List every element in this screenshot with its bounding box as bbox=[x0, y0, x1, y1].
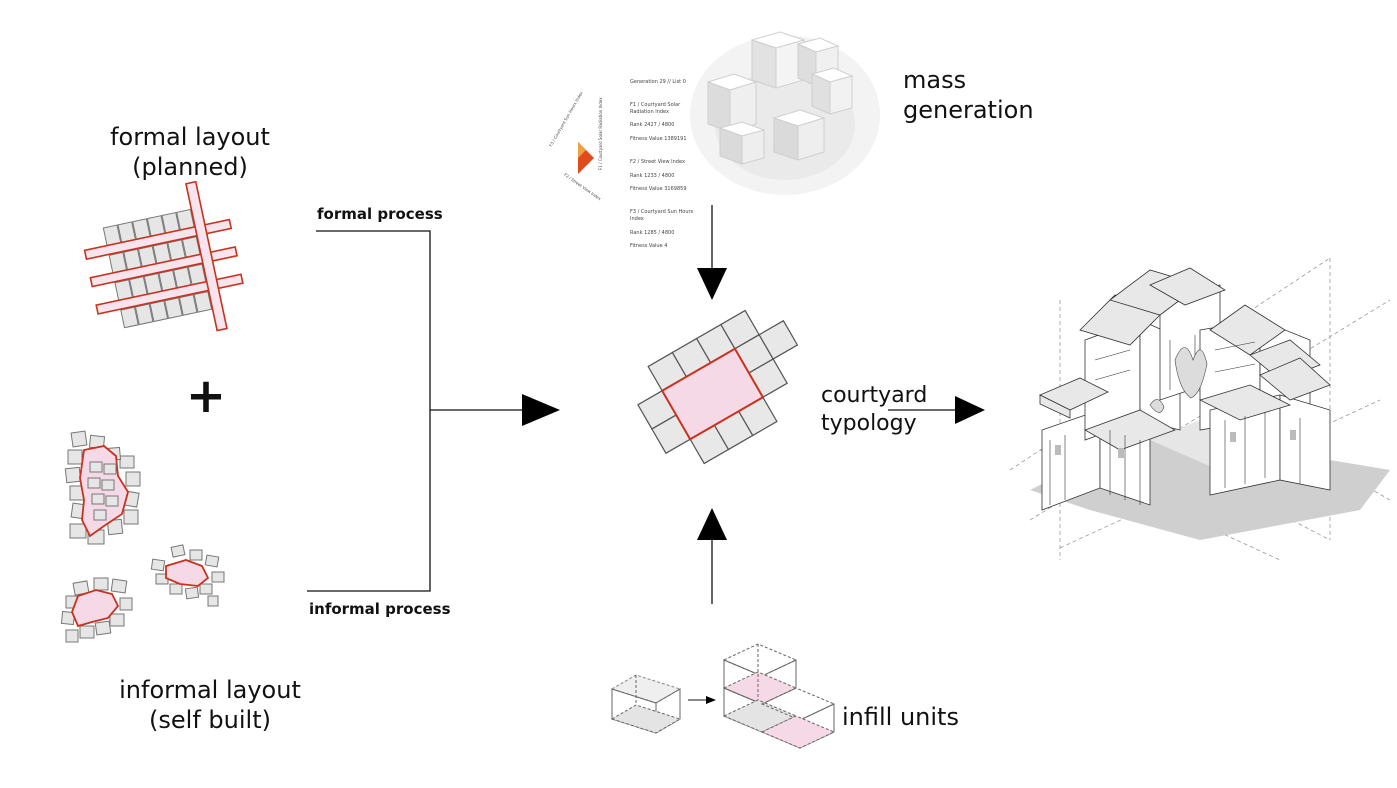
formal-layout-plan bbox=[83, 180, 244, 332]
infill-cube-stack bbox=[722, 643, 836, 749]
ga-fitness-triangle bbox=[578, 142, 594, 174]
courtyard-grid bbox=[637, 309, 799, 465]
ga-readout: Generation 29 // List 0 F1 / Courtyard S… bbox=[630, 72, 698, 257]
arrow-down-from-mass bbox=[697, 205, 727, 300]
ga-readout-line: F2 / Street View Index bbox=[630, 159, 685, 165]
infill-units-label: infill units bbox=[842, 703, 959, 731]
informal-layout-plan bbox=[60, 430, 225, 643]
mass-generation-model bbox=[690, 31, 880, 195]
ga-readout-line: Rank 1285 / 4800 bbox=[630, 229, 675, 236]
ga-readout-line: F3 / Courtyard Sun Hours Index bbox=[630, 209, 694, 222]
merge-arrow bbox=[430, 394, 560, 426]
courtyard-house-model bbox=[1009, 257, 1391, 561]
ga-readout-line: Rank 2427 / 4800 bbox=[630, 122, 675, 129]
informal-layout-label: informal layout (self built) bbox=[119, 676, 301, 734]
ga-readout-line: F1 / Courtyard Solar Radiation Index bbox=[630, 102, 681, 115]
formal-layout-label: formal layout (planned) bbox=[110, 123, 270, 181]
process-bracket bbox=[307, 230, 431, 592]
plus-sign: + bbox=[185, 368, 227, 424]
courtyard-typology-label: courtyard typology bbox=[821, 383, 928, 436]
ga-triangle-label: F1 / Courtyard Solar Radiation Index bbox=[598, 97, 603, 170]
ga-readout-line: Fitness Value 1389191 bbox=[630, 135, 687, 142]
formal-process-label: formal process bbox=[317, 205, 443, 223]
arrow-up-from-infill bbox=[697, 508, 727, 604]
ga-readout-line: Rank 1233 / 4800 bbox=[630, 172, 675, 179]
arrow-to-model bbox=[888, 396, 985, 424]
ga-readout-line: Fitness Value 3169859 bbox=[630, 186, 687, 192]
mass-generation-label: mass generation bbox=[903, 66, 1034, 124]
ga-readout-header: Generation 29 // List 0 bbox=[630, 78, 686, 85]
informal-process-label: informal process bbox=[309, 600, 451, 618]
infill-cube-single bbox=[610, 674, 682, 734]
infill-arrow bbox=[688, 696, 716, 704]
ga-readout-line: Fitness Value 4 bbox=[630, 243, 668, 249]
